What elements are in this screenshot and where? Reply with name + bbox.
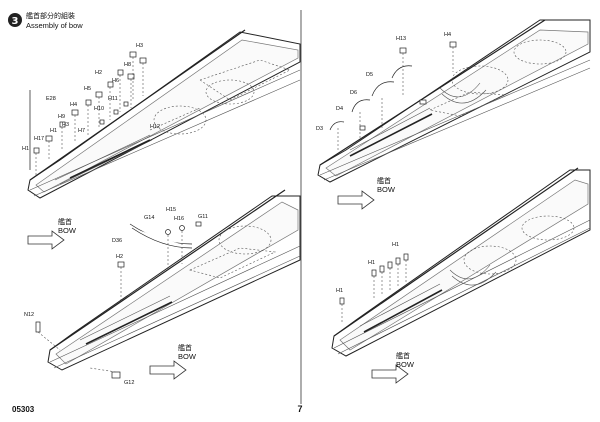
step-number: 3 — [12, 16, 19, 27]
diagram-top-left: H3 E28 H2 H8 H6 H5 H11 H4 H10 H9 H3 H17 … — [22, 29, 301, 199]
bow-label-en-top-left: BOW — [58, 226, 77, 235]
bow-label-cn-top-left: 艦首 — [58, 217, 72, 226]
callout-top-right-1: H4 — [444, 32, 451, 38]
bow-label-cn-bottom-left: 艦首 — [178, 343, 192, 352]
step-title-en: Assembly of bow — [26, 21, 83, 30]
callout-bottom-left-6: N12 — [24, 312, 34, 318]
callout-bottom-left-5: H2 — [116, 254, 123, 260]
diagram-bottom-left: G14 H15 H16 G11 D36 H2 N12 G12 艦首 BOW 艦首… — [24, 189, 301, 386]
callout-top-left-7: H4 — [70, 102, 77, 108]
callout-top-right-0: H13 — [396, 36, 406, 42]
bow-label-cn-bottom-right: 艦首 — [396, 351, 410, 360]
callout-top-left-2: H2 — [95, 70, 102, 76]
callout-bottom-left-4: D36 — [112, 238, 122, 244]
callout-top-right-4: D4 — [336, 106, 343, 112]
callout-top-left-10: H3 — [62, 122, 69, 128]
callout-bottom-left-1: H15 — [166, 207, 176, 213]
bow-arrow-icon — [337, 190, 375, 210]
callout-bottom-left-3: G11 — [198, 214, 208, 220]
callout-top-left-15: H1 — [22, 146, 29, 152]
callout-top-left-11: H17 — [34, 136, 44, 142]
step-title-cn: 艦首部分的組裝 — [26, 11, 75, 20]
bow-label-en-bottom-right: BOW — [396, 360, 415, 369]
callout-top-left-9: H9 — [58, 114, 65, 120]
callout-top-left-14: H12 — [150, 124, 160, 130]
callout-bottom-right-0: H1 — [392, 242, 399, 248]
callout-top-right-3: D6 — [350, 90, 357, 96]
callout-top-left-4: H6 — [112, 78, 119, 84]
callout-top-left-8: H10 — [94, 106, 104, 112]
callout-bottom-left-0: G14 — [144, 215, 154, 221]
callout-top-left-1: E28 — [46, 96, 56, 102]
callout-bottom-left-2: H16 — [174, 216, 184, 222]
bow-arrow-icon — [371, 364, 409, 384]
step-number-badge — [8, 13, 22, 27]
callout-top-right-5: D3 — [316, 126, 323, 132]
callout-top-left-12: H7 — [78, 128, 85, 134]
diagram-bottom-right: H1 H1 H1 艦首 BOW — [331, 167, 591, 384]
callout-top-left-5: H5 — [84, 86, 91, 92]
bow-arrow-icon — [149, 360, 187, 380]
callout-top-right-2: D5 — [366, 72, 373, 78]
callout-bottom-left-7: G12 — [124, 380, 134, 386]
callout-top-left-3: H8 — [124, 62, 131, 68]
callout-top-left-0: H3 — [136, 43, 143, 49]
bow-label-en-bottom-left: BOW — [178, 352, 197, 361]
callout-bottom-right-1: H1 — [368, 260, 375, 266]
callout-top-left-6: H11 — [108, 96, 118, 102]
bow-arrow-icon — [27, 230, 65, 250]
page-number: 7 — [297, 404, 302, 414]
bow-label-cn-top-right: 艦首 — [377, 176, 391, 185]
callout-bottom-right-2: H1 — [336, 288, 343, 294]
product-code: 05303 — [12, 405, 35, 414]
callout-top-left-13: H1 — [50, 128, 57, 134]
bow-label-en-top-right: BOW — [377, 185, 396, 194]
diagram-top-right: H13 H4 D5 D6 D4 D3 艦首 BOW — [316, 19, 591, 210]
